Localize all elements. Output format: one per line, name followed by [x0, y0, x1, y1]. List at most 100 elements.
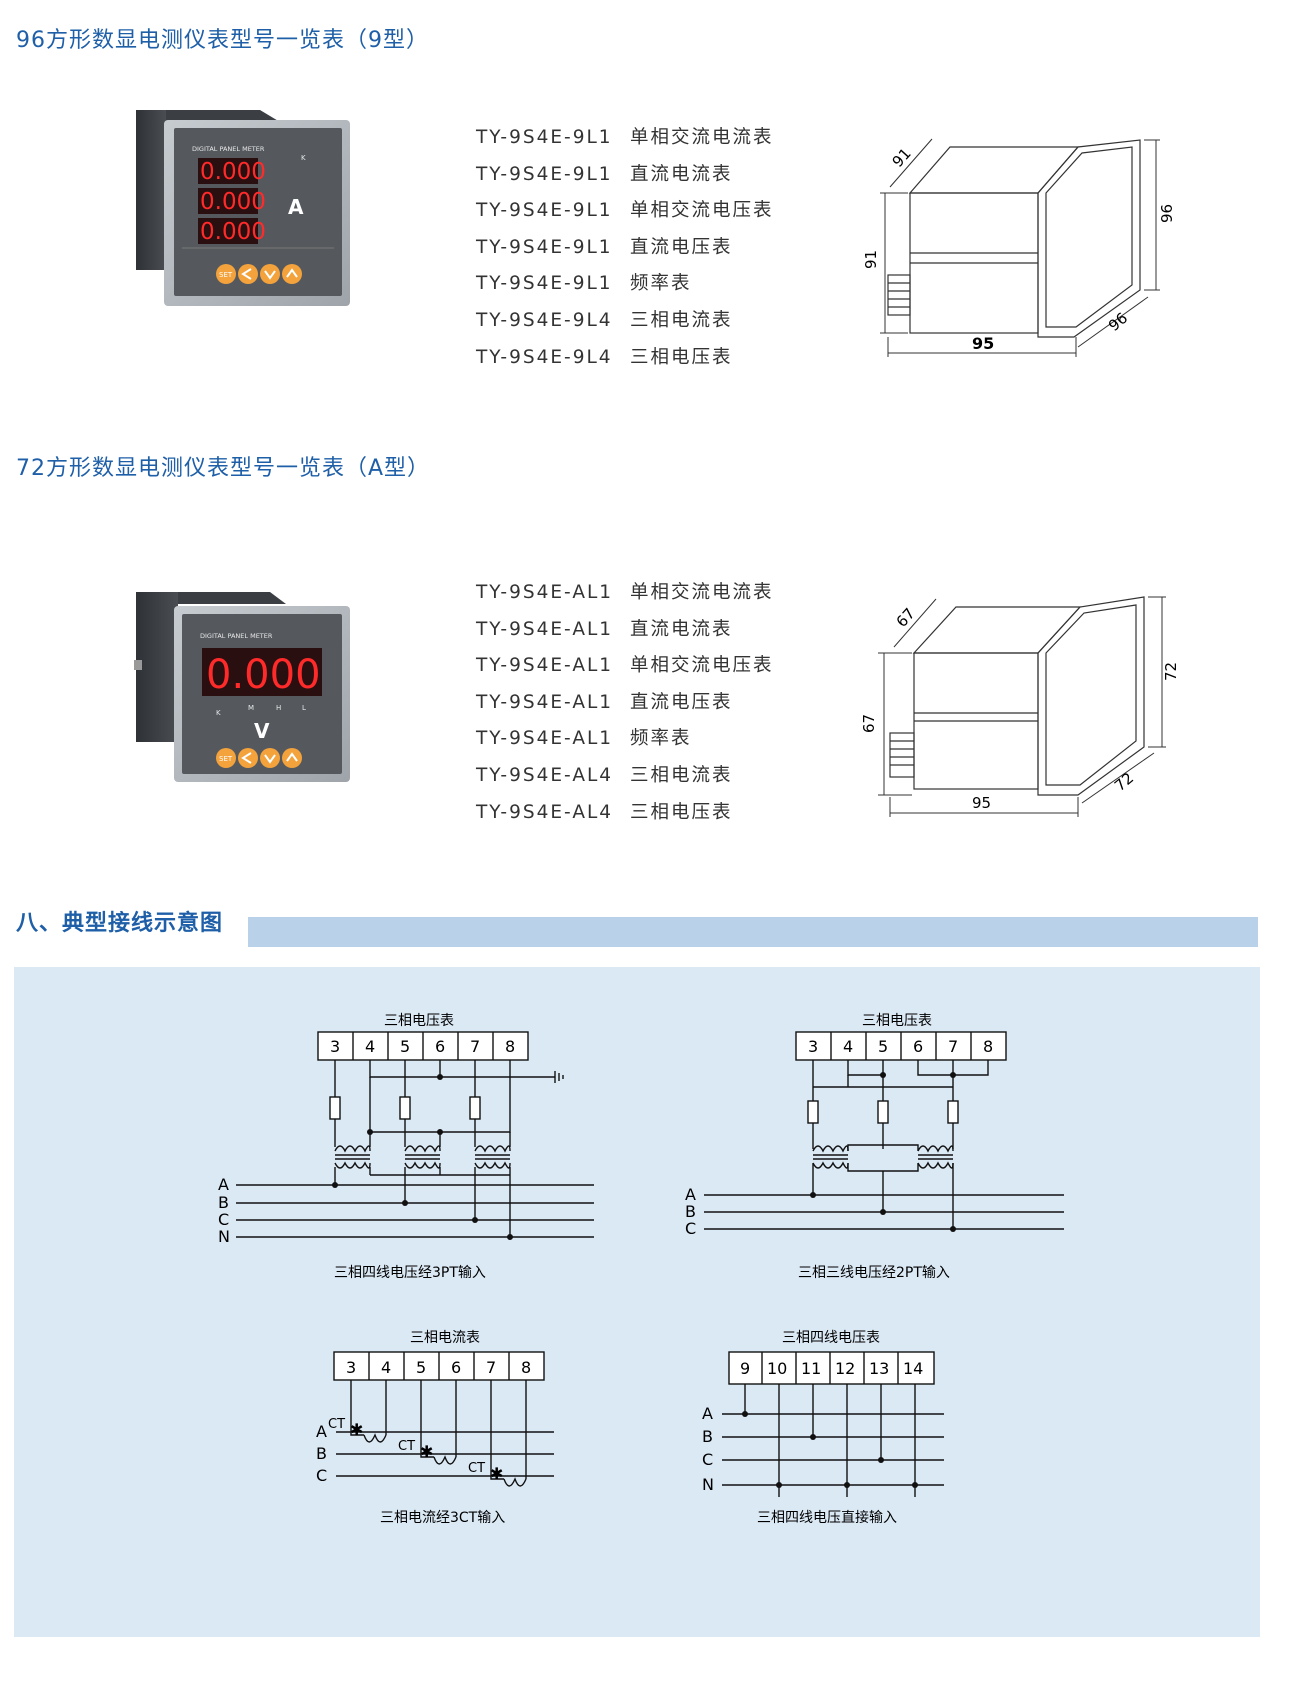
- meter-72-indicator-l: L: [302, 704, 306, 712]
- ct-label: CT: [468, 1461, 485, 1476]
- terminal-label: 7: [470, 1037, 480, 1056]
- diagram-title: 三相电压表: [862, 1013, 932, 1029]
- model-name: 三相电压表: [630, 346, 733, 368]
- terminal-label: 3: [330, 1037, 340, 1056]
- model-code: TY-9S4E-9L1: [476, 236, 613, 258]
- meter-72-reading: 0.000: [206, 652, 321, 698]
- diagram-2-2pt-three-wire: 三相电压表 3 4 5 6 7 8 A B C 三相三线电压经2PT输入: [685, 1013, 993, 1281]
- dimension-drawing-72: 67 67 72 72 95: [860, 596, 1180, 817]
- dim-72-top-depth: 67: [893, 605, 919, 631]
- dim-96-top-depth: 91: [889, 145, 915, 171]
- dim-96-overall-depth: 95: [972, 334, 994, 353]
- list-item: TY-9S4E-AL1 直流电压表: [476, 685, 774, 722]
- meter-96-brand: DIGITAL PANEL METER: [192, 145, 265, 153]
- model-name: 频率表: [630, 273, 692, 295]
- phase-label: N: [218, 1227, 230, 1246]
- model-code: TY-9S4E-AL4: [476, 764, 614, 786]
- diagram-title: 三相四线电压表: [782, 1330, 880, 1346]
- meter-96-set-label: SET: [219, 271, 233, 279]
- model-name: 直流电流表: [630, 163, 733, 185]
- model-code: TY-9S4E-9L4: [476, 309, 613, 331]
- list-item: TY-9S4E-9L1 直流电压表: [476, 230, 774, 267]
- model-code: TY-9S4E-AL1: [476, 655, 614, 677]
- ct-star-icon: ✱: [490, 1464, 503, 1483]
- model-name: 直流电流表: [630, 618, 733, 640]
- phase-label: A: [316, 1422, 327, 1441]
- meter-96-right-label: K: [301, 154, 306, 162]
- model-name: 单相交流电压表: [630, 655, 774, 677]
- terminal-label: 3: [346, 1358, 356, 1377]
- dim-96-front-height: 96: [1158, 204, 1176, 223]
- model-code: TY-9S4E-9L1: [476, 127, 613, 148]
- model-code: TY-9S4E-AL1: [476, 691, 614, 713]
- terminal-label: 5: [400, 1037, 410, 1056]
- model-code: TY-9S4E-9L1: [476, 163, 613, 185]
- terminal-label: 4: [365, 1037, 375, 1056]
- phase-label: B: [316, 1444, 327, 1463]
- dim-96-side-height: 91: [862, 250, 880, 269]
- terminal-label: 8: [521, 1358, 531, 1377]
- dim-72-front-height: 72: [1162, 662, 1180, 681]
- terminal-label: 13: [869, 1359, 889, 1378]
- ct-star-icon: ✱: [350, 1420, 363, 1439]
- terminal-label: 7: [948, 1037, 958, 1056]
- model-code: TY-9S4E-AL1: [476, 618, 614, 640]
- terminal-label: 8: [505, 1037, 515, 1056]
- list-item: TY-9S4E-AL1 直流电流表: [476, 612, 774, 649]
- section-divider-bar: [248, 917, 1258, 947]
- terminal-label: 10: [767, 1359, 787, 1378]
- phase-label: C: [316, 1466, 327, 1485]
- phase-label: C: [702, 1450, 713, 1469]
- meter-96-reading-1: 0.000: [200, 159, 266, 185]
- ct-label: CT: [398, 1439, 415, 1454]
- model-name: 单相交流电流表: [630, 127, 774, 148]
- terminal-label: 9: [740, 1359, 750, 1378]
- terminal-label: 5: [416, 1358, 426, 1377]
- terminal-label: 4: [381, 1358, 391, 1377]
- phase-label: B: [702, 1427, 713, 1446]
- meter-72-indicator-k: K: [216, 709, 221, 717]
- phase-label: C: [685, 1219, 696, 1238]
- terminal-label: 6: [451, 1358, 461, 1377]
- meter-72-indicator-h: H: [276, 704, 281, 712]
- ct-star-icon: ✱: [420, 1442, 433, 1461]
- model-name: 直流电压表: [630, 236, 733, 258]
- diagram-caption: 三相四线电压直接输入: [757, 1509, 897, 1526]
- model-name: 三相电流表: [630, 764, 733, 786]
- meter-96-unit: A: [288, 195, 304, 219]
- diagram-title: 三相电流表: [410, 1330, 480, 1346]
- wiring-diagrams: 三相电压表 3 4 5 6 7 8 A B C N 三相四线电压经3PT输入 三…: [218, 1013, 1064, 1526]
- terminal-label: 11: [801, 1359, 821, 1378]
- diagram-3-3ct-current: 三相电流表 3 4 5 6 7 8 CT CT CT ✱ ✱ ✱ A B C 三…: [316, 1330, 531, 1526]
- wiring-section-title: 八、典型接线示意图: [16, 911, 224, 936]
- section-72-heading: 72方形数显电测仪表型号一览表（A型）: [16, 456, 431, 481]
- meter-72-photo: DIGITAL PANEL METER 0.000 K M H L V SET: [134, 592, 350, 782]
- terminal-label: 3: [808, 1037, 818, 1056]
- model-name: 频率表: [630, 728, 692, 750]
- phase-label: A: [702, 1404, 713, 1423]
- model-name: 直流电压表: [630, 691, 733, 713]
- list-item: TY-9S4E-AL1 单相交流电压表: [476, 648, 774, 685]
- meter-96-reading-3: 0.000: [200, 219, 266, 245]
- terminal-label: 4: [843, 1037, 853, 1056]
- terminal-label: 6: [435, 1037, 445, 1056]
- diagram-caption: 三相电流经3CT输入: [380, 1510, 505, 1526]
- meter-96-photo: DIGITAL PANEL METER K 0.000 0.000 0.000 …: [136, 110, 350, 306]
- phase-label: C: [218, 1210, 229, 1229]
- terminal-label: 14: [903, 1359, 923, 1378]
- model-name: 单相交流电压表: [630, 200, 774, 222]
- list-item: TY-9S4E-9L1 直流电流表: [476, 157, 774, 194]
- terminal-label: 5: [878, 1037, 888, 1056]
- model-code: TY-9S4E-9L1: [476, 273, 613, 295]
- model-code: TY-9S4E-AL1: [476, 582, 614, 603]
- dim-72-overall-depth: 95: [972, 794, 991, 812]
- list-item: TY-9S4E-9L1 单相交流电压表: [476, 193, 774, 230]
- terminal-label: 6: [913, 1037, 923, 1056]
- model-code: TY-9S4E-9L1: [476, 200, 613, 222]
- list-item: TY-9S4E-9L1 单相交流电流表: [476, 120, 774, 157]
- diagram-caption: 三相四线电压经3PT输入: [334, 1265, 486, 1281]
